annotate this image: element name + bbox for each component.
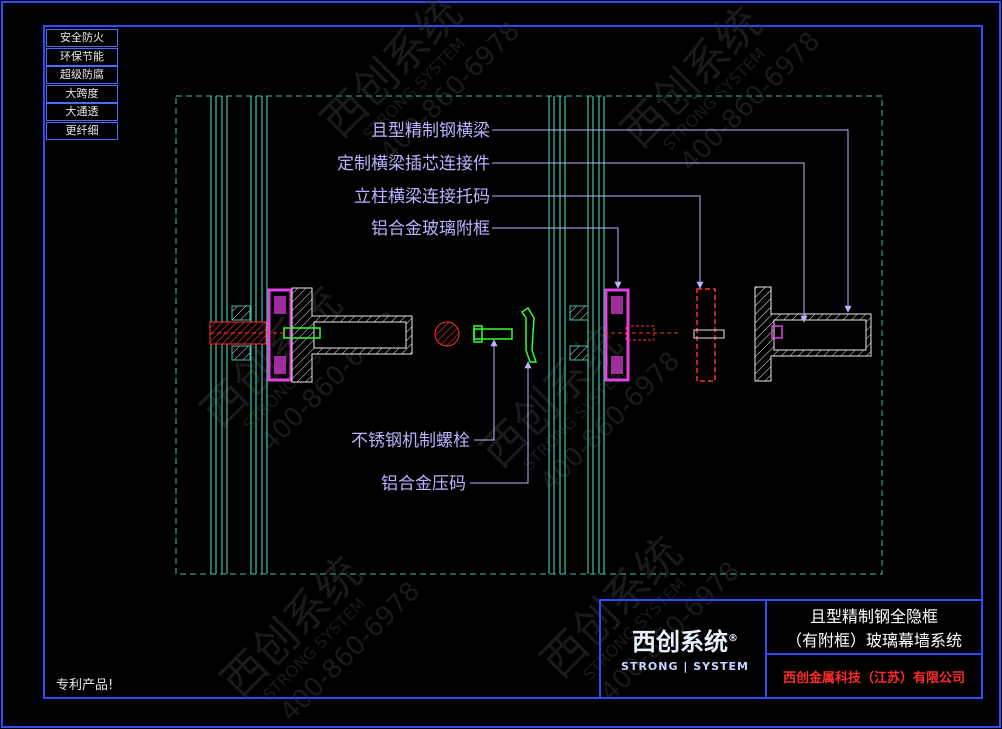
patent-note: 专利产品! xyxy=(56,678,114,693)
bracket-bolt xyxy=(693,329,725,339)
callout-clamp: 铝合金压码 xyxy=(381,474,466,494)
inner-frame xyxy=(43,25,983,699)
logo-cn-text: 西创系统 xyxy=(632,628,728,656)
left-assembled-node xyxy=(209,287,413,383)
detail-boundary xyxy=(175,95,883,575)
left-glass-subframe xyxy=(267,288,293,382)
loose-bolt xyxy=(473,328,513,340)
watermarks: 西创系统 STRONG SYSTEM 400-860-6978 西创系统 STR… xyxy=(192,0,826,728)
feature-tag: 大跨度 xyxy=(46,84,118,103)
callout-labels: 且型精制钢横梁 定制横梁插芯连接件 立柱横梁连接托码 铝合金玻璃附框 不锈钢机制… xyxy=(337,121,490,494)
company-name: 西创金属科技（江苏）有限公司 xyxy=(782,671,965,686)
callout-connector: 定制横梁插芯连接件 xyxy=(337,154,490,174)
support-bracket xyxy=(696,288,716,382)
core-insert-section xyxy=(434,321,460,347)
leader-lines xyxy=(470,129,852,484)
feature-tag: 环保节能 xyxy=(46,47,118,66)
feature-tag: 安全防火 xyxy=(46,29,118,47)
right-glass-panel xyxy=(548,96,605,574)
feature-tag: 更纤细 xyxy=(46,121,118,140)
title-line-2: （有附框）玻璃幕墙系统 xyxy=(785,631,962,650)
right-exploded-node xyxy=(569,286,872,382)
logo-cn: 西创系统® xyxy=(612,622,758,657)
callout-bracket: 立柱横梁连接托码 xyxy=(354,187,490,207)
core-connector xyxy=(771,325,783,339)
logo-reg: ® xyxy=(728,633,738,644)
callout-subframe: 铝合金玻璃附框 xyxy=(371,219,490,239)
logo-en: STRONG | SYSTEM xyxy=(621,660,749,673)
pressure-clamp xyxy=(520,306,538,363)
callout-beam: 且型精制钢横梁 xyxy=(371,121,490,141)
feature-tag: 超级防腐 xyxy=(46,66,118,84)
exploded-parts xyxy=(434,306,538,363)
title-line-1: 且型精制钢全隐框 xyxy=(809,607,938,626)
feature-tag: 大通透 xyxy=(46,103,118,121)
title-block-frame xyxy=(599,599,983,699)
callout-bolt: 不锈钢机制螺栓 xyxy=(351,431,470,451)
right-glass-subframe xyxy=(604,288,630,382)
